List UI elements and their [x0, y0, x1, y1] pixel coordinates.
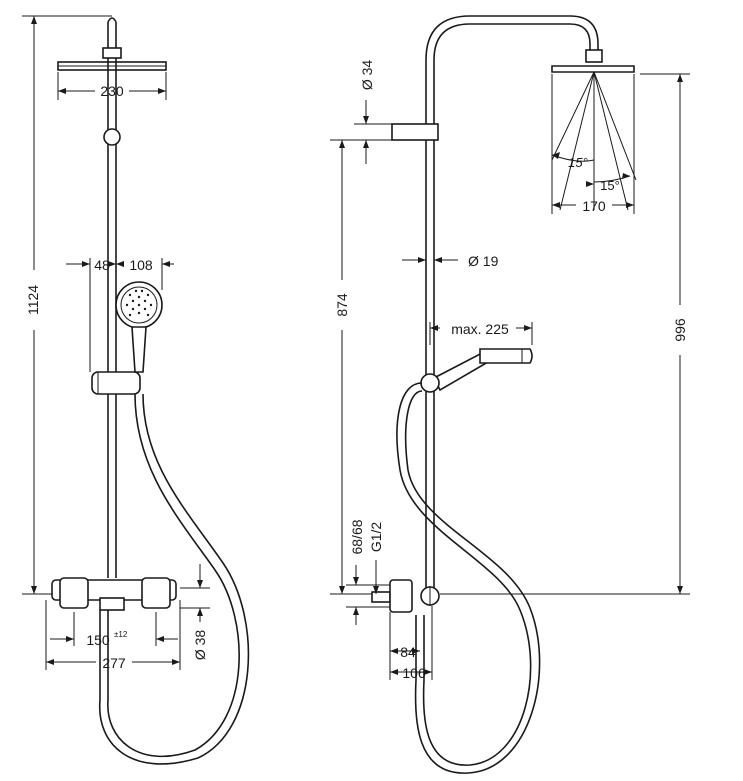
dim-side-rail-diameter: Ø 19 — [402, 253, 499, 269]
front-hose-outer — [107, 393, 240, 758]
dim-front-head-width: 230 — [57, 72, 167, 100]
label-front-head-width: 230 — [100, 83, 124, 99]
label-front-thermo-width: 277 — [102, 655, 126, 671]
dim-side-head-diameter: 170 — [551, 74, 635, 214]
dim-side-depths: 84 106 — [389, 606, 433, 681]
label-side-angle-right: 15° — [600, 178, 620, 193]
side-overhead-shower — [551, 65, 635, 73]
side-head-connector — [585, 49, 603, 63]
dim-side-arm-reach: max. 225 — [429, 321, 533, 345]
side-shower-arm-inner — [433, 23, 591, 600]
label-front-pipe-diameter: Ø 38 — [192, 630, 208, 661]
dim-side-connection: 68/68 G1/2 — [346, 519, 390, 625]
side-view: 15° 15° 170 — [330, 15, 690, 774]
label-side-angle-left: 15° — [568, 155, 588, 170]
label-side-depth-106: 106 — [402, 665, 426, 681]
label-front-total-height: 1124 — [25, 285, 41, 315]
side-shower-arm-outer — [425, 15, 599, 600]
front-slider — [91, 371, 141, 395]
dim-side-bar-diameter: Ø 34 — [354, 60, 392, 164]
side-slider-joint — [420, 373, 440, 393]
front-head-connector — [102, 47, 122, 59]
front-thermostat — [51, 577, 177, 611]
label-front-thermo-tolerance: ±12 — [114, 630, 128, 639]
dim-side-height-874: 874 — [330, 139, 392, 595]
label-front-thermo-center: 150 — [86, 632, 110, 648]
dim-front-pipe-diameter: Ø 38 — [180, 564, 210, 660]
label-side-head-diameter: 170 — [582, 198, 606, 214]
label-side-height-996: 996 — [672, 318, 688, 342]
dim-front-thermo-center: 150 ±12 — [50, 612, 178, 648]
dim-front-thermo-width: 277 — [45, 600, 181, 671]
label-side-bar-diameter: Ø 34 — [359, 60, 375, 91]
front-hose-inner — [98, 393, 250, 765]
dim-front-hand-offsets: 48 108 — [66, 257, 174, 372]
label-front-offset-48: 48 — [94, 257, 110, 273]
side-spray-angles: 15° 15° — [551, 71, 637, 211]
label-side-height-874: 874 — [334, 293, 350, 317]
front-overhead-shower — [57, 61, 167, 71]
label-side-thread: G1/2 — [368, 522, 384, 553]
label-side-spacing: 68/68 — [349, 519, 365, 554]
label-side-depth-84: 84 — [400, 644, 416, 660]
front-rail-joint — [103, 128, 121, 146]
label-side-arm-reach: max. 225 — [451, 321, 509, 337]
dim-side-height-996: 996 — [440, 73, 690, 595]
side-valve — [371, 579, 440, 613]
side-hose-outer — [396, 382, 532, 766]
side-hand-shower — [432, 348, 533, 392]
label-front-hand-width: 108 — [129, 257, 153, 273]
front-view: 230 1124 48 108 — [22, 15, 250, 765]
side-hose-inner — [404, 390, 541, 774]
dim-front-total-height: 1124 — [22, 15, 112, 595]
front-top-pipe — [107, 17, 117, 50]
label-side-rail-diameter: Ø 19 — [468, 253, 499, 269]
side-bar-holder — [391, 123, 439, 141]
front-hand-shower — [115, 281, 163, 373]
